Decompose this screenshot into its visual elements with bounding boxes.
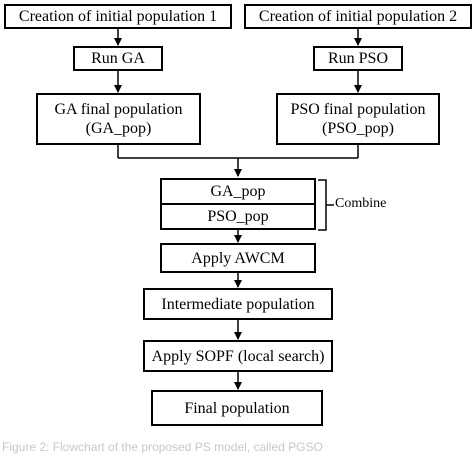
intermediate-population-label: Intermediate population [161,295,315,313]
ga-final-line2: (GA_pop) [85,120,152,137]
final-population-box: Final population [151,390,323,426]
init-pop-2-box: Creation of initial population 2 [244,4,472,29]
pso-final-line1: PSO final population [290,101,426,118]
ga-pop-box: GA_pop [160,178,316,205]
pso-final-population-box: PSO final population (PSO_pop) [276,93,440,145]
ga-pop-label: GA_pop [210,183,266,200]
run-ga-label: Run GA [91,50,145,67]
run-ga-box: Run GA [73,46,163,71]
ga-final-population-box: GA final population (GA_pop) [36,93,201,145]
pso-final-line2: (PSO_pop) [321,120,394,137]
combine-brace [318,179,327,231]
run-pso-label: Run PSO [327,50,389,67]
init-pop-1-box: Creation of initial population 1 [4,4,232,29]
apply-sopf-box: Apply SOPF (local search) [143,340,333,372]
init-pop-1-label: Creation of initial population 1 [18,8,218,25]
ga-final-line1: GA final population [54,101,183,118]
pso-pop-label: PSO_pop [207,208,269,225]
intermediate-population-box: Intermediate population [143,288,333,320]
combine-label: Combine [335,196,387,211]
apply-awcm-label: Apply AWCM [191,249,285,267]
run-pso-box: Run PSO [313,46,403,71]
apply-sopf-label: Apply SOPF (local search) [151,347,325,365]
figure-caption: Figure 2: Flowchart of the proposed PS m… [2,440,323,454]
init-pop-2-label: Creation of initial population 2 [258,8,458,25]
final-population-label: Final population [184,399,290,417]
pso-pop-box: PSO_pop [160,203,316,230]
apply-awcm-box: Apply AWCM [160,243,316,273]
